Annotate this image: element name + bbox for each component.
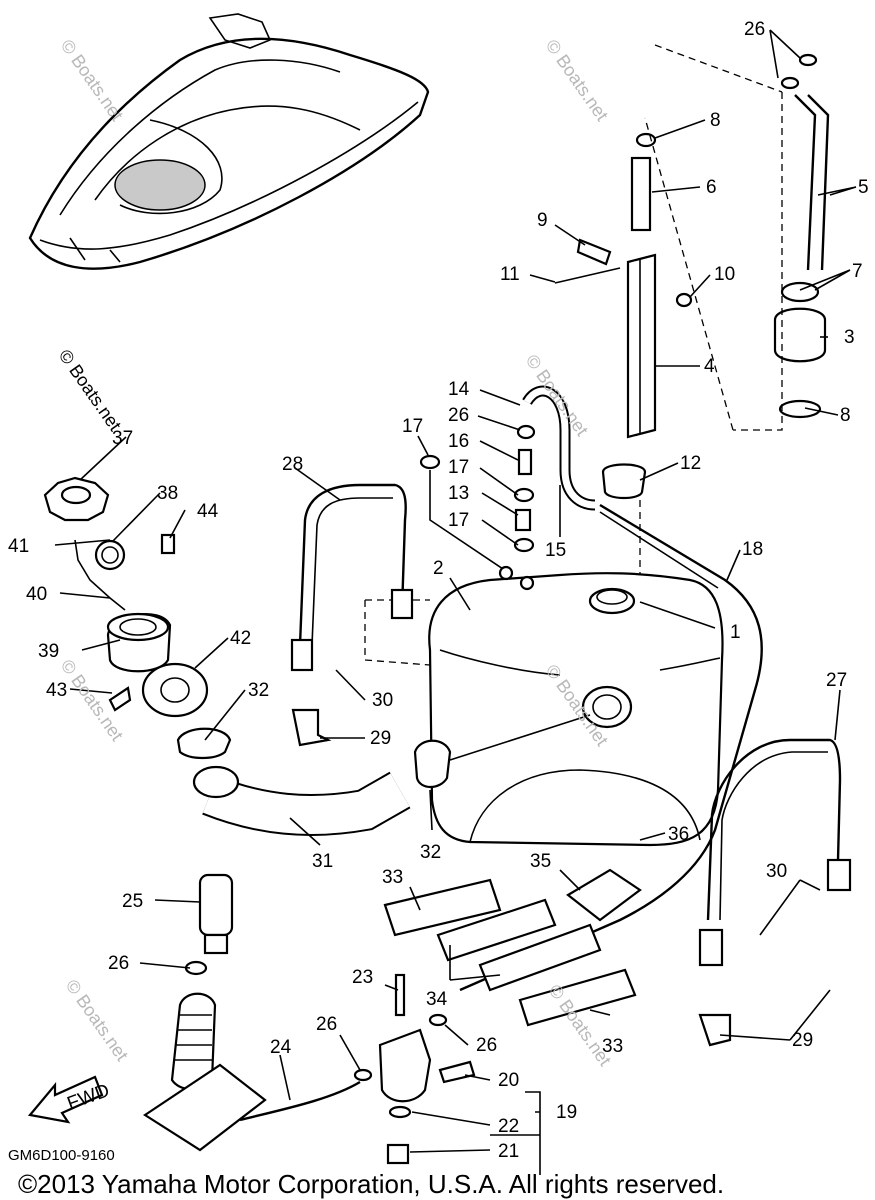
callout-32b: 32 bbox=[420, 842, 441, 863]
clamp-32a bbox=[176, 727, 232, 760]
callout-11: 11 bbox=[500, 264, 520, 285]
callout-26e: 26 bbox=[476, 1035, 497, 1056]
callout-36: 36 bbox=[668, 824, 689, 845]
watermark: © Boats.net bbox=[542, 36, 612, 125]
filter-19 bbox=[378, 1028, 432, 1103]
callout-1: 1 bbox=[730, 622, 741, 643]
callout-30b: 30 bbox=[766, 861, 787, 882]
watercraft-illustration bbox=[28, 13, 430, 270]
callout-6: 6 bbox=[706, 177, 717, 198]
vent-hose-assembly bbox=[419, 385, 596, 591]
pipe-6 bbox=[630, 156, 652, 232]
bolt-9 bbox=[576, 238, 612, 266]
callout-41: 41 bbox=[8, 536, 29, 557]
callout-9: 9 bbox=[537, 210, 548, 231]
bracket-29b bbox=[698, 1013, 732, 1047]
callout-5: 5 bbox=[858, 177, 869, 198]
fuel-hose-18 bbox=[459, 503, 763, 992]
callout-42: 42 bbox=[230, 628, 251, 649]
callout-38: 38 bbox=[157, 483, 178, 504]
callout-26b: 26 bbox=[448, 405, 469, 426]
screw-23 bbox=[394, 973, 406, 1017]
copyright-notice: ©2013 Yamaha Motor Corporation, U.S.A. A… bbox=[18, 1169, 724, 1199]
callout-26d: 26 bbox=[316, 1014, 337, 1035]
callout-18: 18 bbox=[742, 539, 763, 560]
filler-hose-31 bbox=[176, 714, 591, 836]
damper-25 bbox=[198, 873, 234, 937]
callout-10: 10 bbox=[714, 264, 735, 285]
fuel-filter-assembly bbox=[142, 873, 541, 1175]
callout-20: 20 bbox=[498, 1070, 519, 1091]
mats bbox=[383, 868, 642, 1027]
fuel-tank bbox=[364, 572, 724, 847]
oring-22 bbox=[388, 1105, 412, 1119]
diagram-code: GM6D100-9160 bbox=[8, 1147, 115, 1164]
band-12 bbox=[601, 463, 647, 500]
callout-22: 22 bbox=[498, 1116, 519, 1137]
watermark: © Boats.net bbox=[57, 36, 127, 125]
callout-29a: 29 bbox=[370, 728, 391, 749]
gasket-42 bbox=[141, 662, 209, 718]
leader-lines bbox=[54, 29, 857, 1153]
callout-8b: 8 bbox=[840, 405, 851, 426]
strap-28 bbox=[290, 483, 414, 747]
callout-43: 43 bbox=[46, 680, 67, 701]
callout-3: 3 bbox=[844, 327, 855, 348]
callout-33b: 33 bbox=[602, 1036, 623, 1057]
callout-19: 19 bbox=[556, 1102, 577, 1123]
callout-28: 28 bbox=[282, 454, 303, 475]
callout-27: 27 bbox=[826, 670, 847, 691]
callout-24: 24 bbox=[270, 1037, 292, 1058]
callout-32a: 32 bbox=[248, 680, 269, 701]
callouts: 1 2 3 4 5 6 7 8 8 9 10 11 12 13 14 15 16… bbox=[8, 19, 869, 1162]
callout-31: 31 bbox=[312, 851, 333, 872]
callout-14: 14 bbox=[448, 379, 470, 400]
callout-13: 13 bbox=[448, 483, 469, 504]
fwd-arrow: FWD bbox=[27, 1075, 113, 1124]
callout-29b: 29 bbox=[792, 1030, 813, 1051]
callout-2: 2 bbox=[433, 558, 444, 579]
clamp-32b bbox=[413, 739, 452, 789]
callout-39: 39 bbox=[38, 641, 59, 662]
callout-7: 7 bbox=[852, 261, 863, 282]
callout-17b: 17 bbox=[448, 457, 469, 478]
callout-15: 15 bbox=[545, 540, 566, 561]
callout-30a: 30 bbox=[372, 690, 393, 711]
watermark: © Boats.net bbox=[62, 976, 132, 1065]
callout-34: 34 bbox=[426, 989, 448, 1010]
bracket-35 bbox=[566, 868, 642, 922]
callout-44: 44 bbox=[197, 501, 219, 522]
fwd-label: FWD bbox=[65, 1080, 113, 1115]
callout-37: 37 bbox=[112, 428, 133, 449]
callout-12: 12 bbox=[680, 453, 701, 474]
filler-tube-assembly bbox=[554, 132, 693, 575]
callout-17c: 17 bbox=[448, 510, 469, 531]
callout-16: 16 bbox=[448, 431, 469, 452]
washer-10 bbox=[675, 292, 693, 308]
filler-cap-assembly bbox=[43, 476, 209, 718]
callout-23: 23 bbox=[352, 967, 373, 988]
callout-33a: 33 bbox=[382, 867, 403, 888]
callout-4: 4 bbox=[704, 356, 715, 377]
callout-21: 21 bbox=[498, 1141, 519, 1162]
callout-35: 35 bbox=[530, 851, 551, 872]
plug-21 bbox=[386, 1143, 410, 1165]
clamp-8 bbox=[635, 132, 657, 148]
callout-26a: 26 bbox=[744, 19, 765, 40]
callout-40: 40 bbox=[26, 584, 47, 605]
bracket-29 bbox=[291, 708, 332, 747]
callout-17a: 17 bbox=[402, 416, 423, 437]
pin-11 bbox=[554, 267, 621, 284]
strap-27 bbox=[698, 738, 852, 1047]
breather-assembly bbox=[644, 44, 830, 431]
callout-25: 25 bbox=[122, 891, 143, 912]
callout-26c: 26 bbox=[108, 953, 129, 974]
callout-8: 8 bbox=[710, 110, 721, 131]
watermark: © Boats.net bbox=[55, 346, 125, 435]
